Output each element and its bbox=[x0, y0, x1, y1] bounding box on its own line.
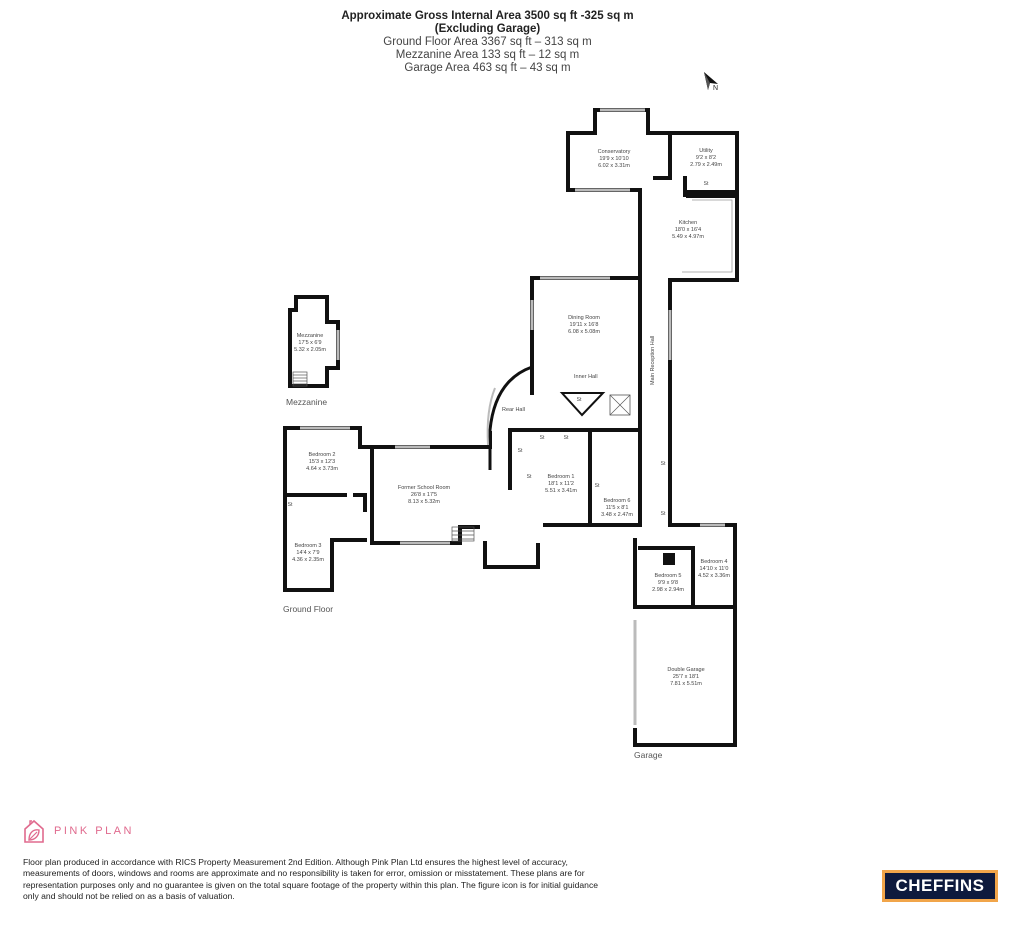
cheffins-logo-text: CHEFFINS bbox=[885, 873, 995, 899]
store-label: St bbox=[526, 474, 532, 480]
store-label: St bbox=[703, 181, 709, 187]
garage-area: Garage Area 463 sq ft – 43 sq m bbox=[404, 62, 571, 74]
area-summary: Approximate Gross Internal Area 3500 sq … bbox=[0, 10, 975, 75]
store-label: St bbox=[563, 435, 569, 441]
ground-floor-area: Ground Floor Area 3367 sq ft – 313 sq m bbox=[383, 36, 592, 48]
store-label: St bbox=[287, 502, 293, 508]
cheffins-logo: CHEFFINS bbox=[882, 870, 998, 902]
north-label: N bbox=[713, 85, 719, 92]
store-label: St bbox=[517, 448, 523, 454]
store-label: St bbox=[576, 397, 582, 403]
gross-area: Approximate Gross Internal Area 3500 sq … bbox=[341, 10, 634, 22]
pink-plan-house-logo-icon bbox=[24, 819, 44, 843]
store-label: St bbox=[660, 461, 666, 467]
label-rear-hall: Rear Hall bbox=[502, 407, 525, 413]
mezzanine-area: Mezzanine Area 133 sq ft – 12 sq m bbox=[395, 49, 580, 61]
brand-name: PINK PLAN bbox=[54, 825, 134, 837]
disclaimer-text: Floor plan produced in accordance with R… bbox=[23, 857, 599, 902]
store-label: St bbox=[660, 511, 666, 517]
store-label: St bbox=[594, 483, 600, 489]
north-arrow-icon bbox=[704, 72, 718, 90]
label-main-reception-hall: Main Reception Hall bbox=[650, 335, 656, 385]
floor-label-mezzanine: Mezzanine bbox=[286, 397, 328, 407]
floor-label-garage: Garage bbox=[634, 750, 663, 760]
store-label: St bbox=[539, 435, 545, 441]
gross-area-note: (Excluding Garage) bbox=[434, 23, 541, 35]
mezzanine-walls bbox=[288, 295, 340, 388]
label-inner-hall: Inner Hall bbox=[574, 374, 598, 380]
pink-plan-brand: PINK PLAN bbox=[22, 818, 134, 844]
floor-label-ground: Ground Floor bbox=[283, 604, 334, 614]
